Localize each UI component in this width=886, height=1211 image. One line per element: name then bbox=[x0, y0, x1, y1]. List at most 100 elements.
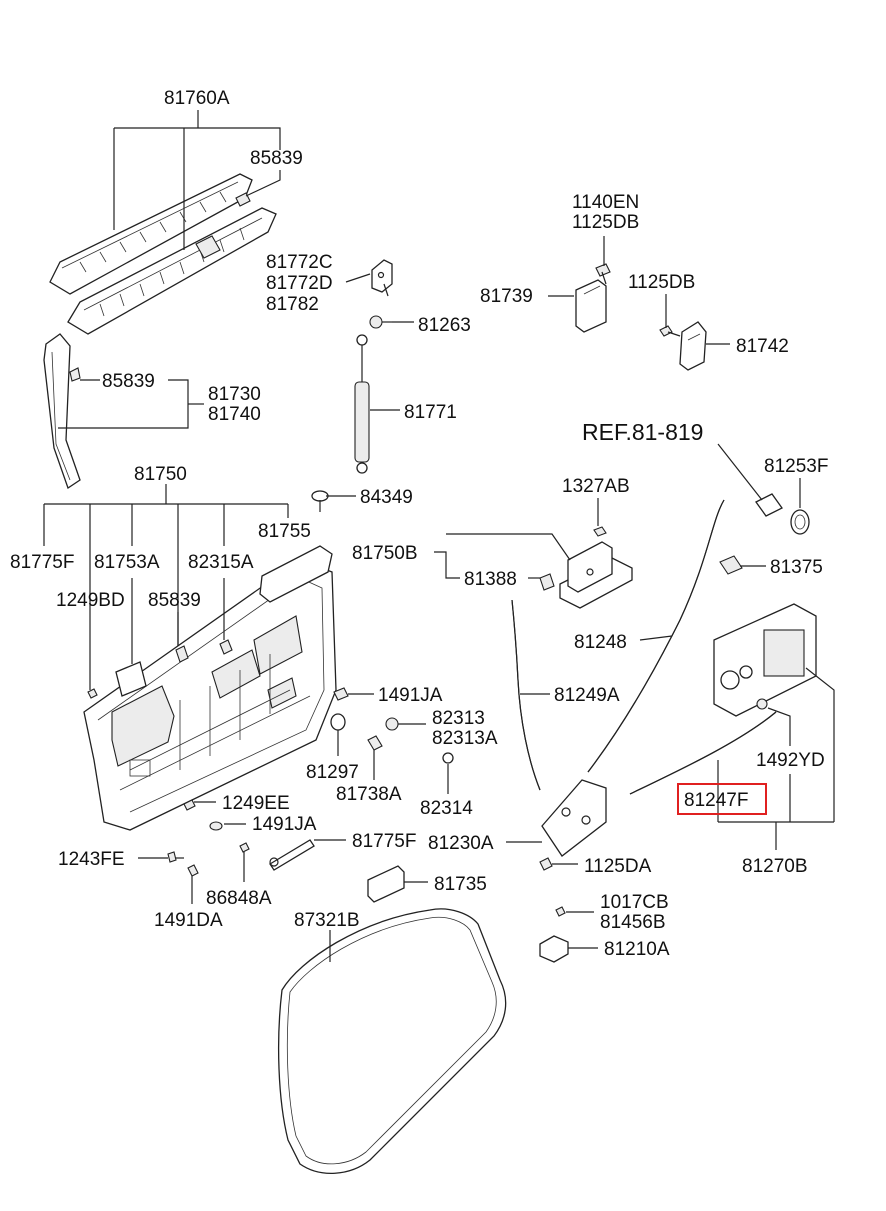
label-81740[interactable]: 81740 bbox=[208, 404, 261, 425]
label-81742[interactable]: 81742 bbox=[736, 336, 789, 357]
clip-icon bbox=[209, 821, 223, 831]
upper-trim-strip-inner bbox=[67, 207, 277, 335]
label-81782[interactable]: 81782 bbox=[266, 294, 319, 315]
clip-icon bbox=[219, 639, 233, 655]
clip-icon bbox=[367, 735, 383, 751]
clip-icon bbox=[187, 864, 199, 877]
label-81750B[interactable]: 81750B bbox=[352, 543, 418, 564]
hinge-bracket-icon bbox=[371, 259, 393, 297]
highlight-box bbox=[677, 783, 767, 815]
label-81270B[interactable]: 81270B bbox=[742, 856, 808, 877]
side-trim-strip bbox=[43, 333, 81, 490]
label-1125DA[interactable]: 1125DA bbox=[584, 856, 652, 877]
label-85839-low[interactable]: 85839 bbox=[148, 590, 201, 611]
clip-icon bbox=[385, 717, 399, 731]
clip-icon bbox=[539, 573, 555, 591]
bracket-block-icon bbox=[679, 321, 707, 371]
key-cylinder-icon bbox=[755, 493, 810, 535]
label-1125DB-b[interactable]: 1125DB bbox=[628, 272, 695, 293]
label-1249BD[interactable]: 1249BD bbox=[56, 590, 125, 611]
bolt-icon bbox=[539, 857, 553, 871]
knob-icon bbox=[311, 490, 329, 512]
label-81775F-a[interactable]: 81775F bbox=[10, 552, 74, 573]
plug-icon bbox=[442, 752, 454, 764]
label-81760A[interactable]: 81760A bbox=[164, 88, 230, 109]
label-82313A[interactable]: 82313A bbox=[432, 728, 498, 749]
label-81253F[interactable]: 81253F bbox=[764, 456, 828, 477]
trim-piece-icon bbox=[259, 545, 333, 603]
plug-icon bbox=[330, 713, 346, 731]
label-85839-top[interactable]: 85839 bbox=[250, 148, 303, 169]
bracket-icon bbox=[367, 865, 405, 903]
label-81738A[interactable]: 81738A bbox=[336, 784, 402, 805]
label-81771[interactable]: 81771 bbox=[404, 402, 457, 423]
bolt-icon bbox=[167, 851, 184, 863]
label-1249EE[interactable]: 1249EE bbox=[222, 793, 290, 814]
leader-lines bbox=[43, 110, 835, 962]
label-81772C[interactable]: 81772C bbox=[266, 252, 333, 273]
bolt-icon bbox=[659, 325, 681, 337]
label-1125DB-a[interactable]: 1125DB bbox=[572, 212, 639, 233]
label-81753A[interactable]: 81753A bbox=[94, 552, 160, 573]
label-81772D[interactable]: 81772D bbox=[266, 273, 333, 294]
clip-icon bbox=[239, 842, 250, 853]
label-1017CB[interactable]: 1017CB bbox=[600, 892, 669, 913]
ball-stud-icon bbox=[369, 315, 392, 329]
label-81297[interactable]: 81297 bbox=[306, 762, 359, 783]
clip-icon bbox=[719, 555, 743, 575]
screw-icon bbox=[183, 799, 196, 811]
clip-icon bbox=[175, 645, 189, 663]
rod-icon bbox=[511, 599, 541, 791]
label-87321B[interactable]: 87321B bbox=[294, 910, 360, 931]
label-86848A[interactable]: 86848A bbox=[206, 888, 272, 909]
latch-support-bracket bbox=[559, 541, 633, 609]
label-1491JA-a[interactable]: 1491JA bbox=[378, 685, 443, 706]
grip-pad-icon bbox=[115, 661, 147, 697]
tailgate-inner-panel bbox=[83, 559, 337, 831]
label-81230A[interactable]: 81230A bbox=[428, 833, 494, 854]
striker-icon bbox=[539, 935, 569, 963]
label-82315A[interactable]: 82315A bbox=[188, 552, 254, 573]
label-81775F-b[interactable]: 81775F bbox=[352, 831, 416, 852]
label-1491JA-b[interactable]: 1491JA bbox=[252, 814, 317, 835]
label-81210A[interactable]: 81210A bbox=[604, 939, 670, 960]
bolt-icon bbox=[595, 263, 611, 285]
label-84349[interactable]: 84349 bbox=[360, 487, 413, 508]
label-81375[interactable]: 81375 bbox=[770, 557, 823, 578]
label-82314[interactable]: 82314 bbox=[420, 798, 473, 819]
label-81750[interactable]: 81750 bbox=[134, 464, 187, 485]
label-81248[interactable]: 81248 bbox=[574, 632, 627, 653]
label-81735[interactable]: 81735 bbox=[434, 874, 487, 895]
label-1140EN[interactable]: 1140EN bbox=[572, 192, 639, 213]
label-85839-mid[interactable]: 85839 bbox=[102, 371, 155, 392]
label-1243FE[interactable]: 1243FE bbox=[58, 849, 125, 870]
nut-icon bbox=[593, 526, 607, 537]
bracket-plate-icon bbox=[575, 279, 607, 333]
gas-strut-icon bbox=[354, 334, 370, 474]
latch-actuator-assembly bbox=[713, 603, 817, 717]
label-1327AB[interactable]: 1327AB bbox=[562, 476, 630, 497]
clip-icon bbox=[756, 698, 768, 710]
rod-icon bbox=[587, 499, 725, 773]
label-1492YD[interactable]: 1492YD bbox=[756, 750, 825, 771]
upper-trim-strip-outer bbox=[49, 173, 253, 295]
rod-icon bbox=[269, 839, 315, 871]
label-81247F[interactable]: 81247F bbox=[684, 790, 748, 811]
label-ref-81-819[interactable]: REF.81-819 bbox=[582, 419, 703, 445]
screw-icon bbox=[87, 688, 98, 699]
label-81730[interactable]: 81730 bbox=[208, 384, 261, 405]
label-1491DA[interactable]: 1491DA bbox=[154, 910, 223, 931]
label-81739[interactable]: 81739 bbox=[480, 286, 533, 307]
weatherstrip-seal bbox=[277, 908, 507, 1175]
label-81263[interactable]: 81263 bbox=[418, 315, 471, 336]
rod-icon bbox=[629, 711, 777, 795]
part-labels: 81760A 85839 81772C 81772D 81782 81263 8… bbox=[10, 88, 828, 960]
label-81249A[interactable]: 81249A bbox=[554, 685, 620, 706]
latch-assembly bbox=[541, 779, 607, 857]
label-81388[interactable]: 81388 bbox=[464, 569, 517, 590]
label-82313[interactable]: 82313 bbox=[432, 708, 485, 729]
label-81456B[interactable]: 81456B bbox=[600, 912, 666, 933]
label-81755[interactable]: 81755 bbox=[258, 521, 311, 542]
bolt-icon bbox=[555, 906, 566, 917]
